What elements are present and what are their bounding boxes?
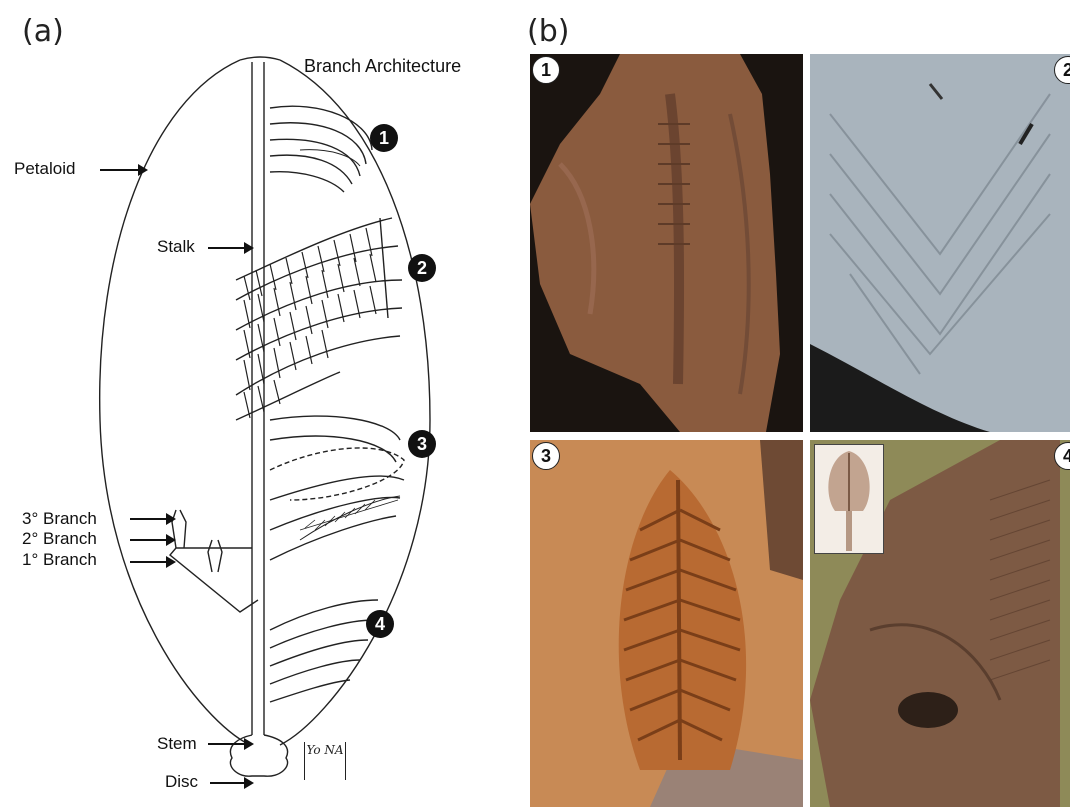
arrow-stalk xyxy=(208,241,256,255)
fossil-photo-4: 4 xyxy=(810,440,1070,807)
marker-4: 4 xyxy=(366,610,394,638)
photo-number-3: 3 xyxy=(532,442,560,470)
inset-photo xyxy=(814,444,884,554)
arrow-petaloid xyxy=(100,163,150,177)
label-petaloid: Petaloid xyxy=(14,159,75,179)
photo-number-1: 1 xyxy=(532,56,560,84)
arrow-branch3 xyxy=(130,512,178,526)
fossil-photo-2: 2 xyxy=(810,54,1070,432)
panel-b-letter: (b) xyxy=(527,14,569,49)
arrow-stem xyxy=(208,737,256,751)
label-branch3: 3° Branch xyxy=(22,509,97,529)
fossil-photo-1: 1 xyxy=(530,54,803,432)
arrow-branch1 xyxy=(130,555,178,569)
primary-branch xyxy=(170,548,258,612)
label-disc: Disc xyxy=(165,772,198,792)
arrow-disc xyxy=(210,776,256,790)
artist-stamp: Yo NA xyxy=(304,742,346,780)
label-stem: Stem xyxy=(157,734,197,754)
label-branch1: 1° Branch xyxy=(22,550,97,570)
artist-stamp-text: Yo NA xyxy=(306,743,343,757)
label-stalk: Stalk xyxy=(157,237,195,257)
marker-3: 3 xyxy=(408,430,436,458)
marker-2: 2 xyxy=(408,254,436,282)
arrow-branch2 xyxy=(130,533,178,547)
frond-drawing xyxy=(0,0,520,807)
label-branch2: 2° Branch xyxy=(22,529,97,549)
fossil-photo-3: 3 xyxy=(530,440,803,807)
marker-1: 1 xyxy=(370,124,398,152)
stalk-line xyxy=(252,62,264,735)
